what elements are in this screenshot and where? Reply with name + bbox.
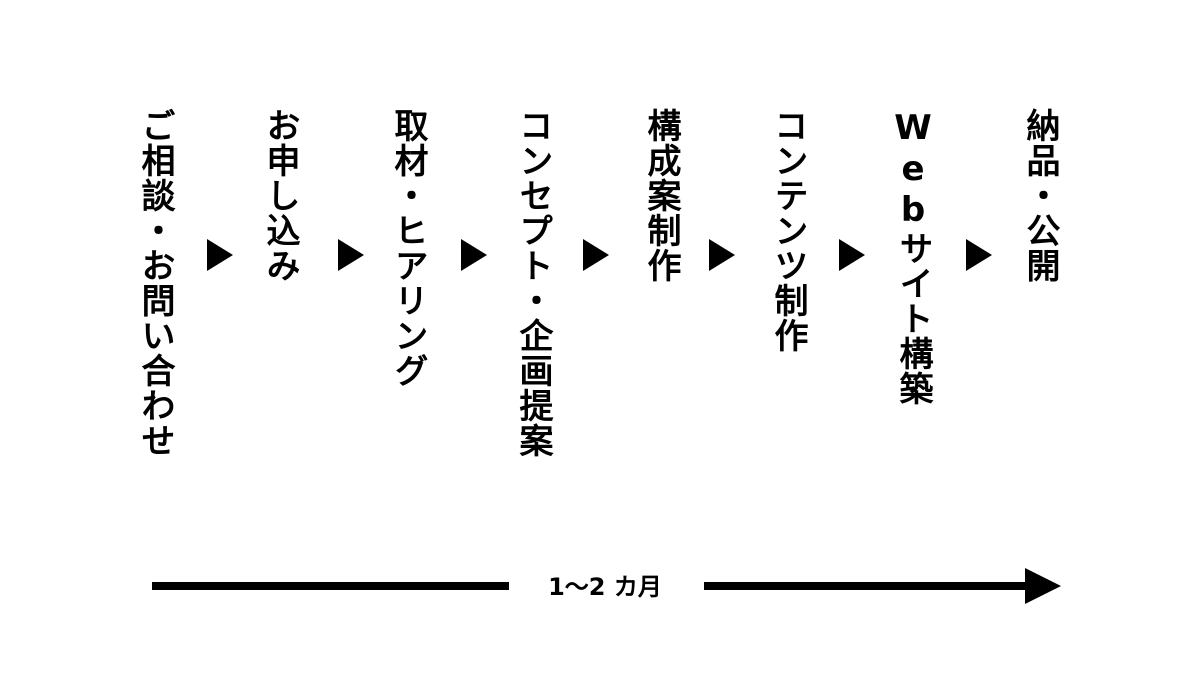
timeline-duration-label: 1〜2 カ月 xyxy=(548,573,662,601)
step-arrow-2 xyxy=(338,239,364,271)
step-arrow-6 xyxy=(839,239,865,271)
step-concept-proposal: コンセプト・企画提案 xyxy=(513,108,553,458)
step-application: お申し込み xyxy=(260,108,300,283)
step-content-production: コンテンツ制作 xyxy=(768,108,808,353)
step-website-build: Webサイト構築 xyxy=(893,108,933,406)
step-arrow-1 xyxy=(207,239,233,271)
step-arrow-7 xyxy=(966,239,992,271)
step-consultation: ご相談・お問い合わせ xyxy=(135,108,175,458)
step-delivery-launch: 納品・公開 xyxy=(1020,108,1060,283)
step-structure-draft: 構成案制作 xyxy=(641,108,681,283)
step-interview: 取材・ヒアリング xyxy=(388,108,428,388)
step-arrow-4 xyxy=(583,239,609,271)
timeline-arrowhead-icon xyxy=(1025,568,1061,604)
timeline-line-right xyxy=(704,582,1030,590)
step-arrow-5 xyxy=(709,239,735,271)
timeline-line-left xyxy=(152,582,509,590)
step-arrow-3 xyxy=(461,239,487,271)
